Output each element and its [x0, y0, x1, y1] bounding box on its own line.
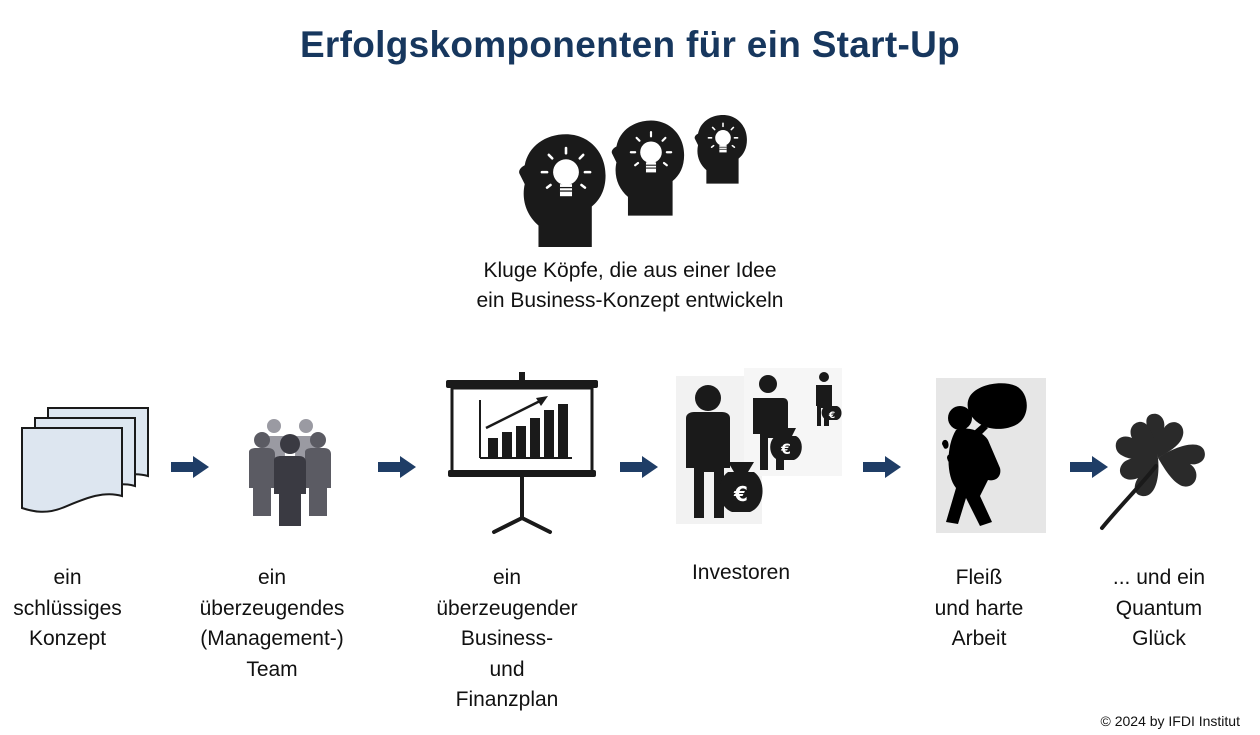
idea-description: Kluge Köpfe, die aus einer Idee ein Busi… — [380, 256, 880, 316]
copyright-notice: © 2024 by IFDI Institut — [1100, 713, 1241, 729]
right-arrow-icon — [378, 456, 416, 478]
step-label-businessplan: ein überzeugender Business- und Finanzpl… — [412, 563, 602, 716]
label-line: Konzept — [28, 627, 107, 650]
label-line: und harte — [934, 596, 1024, 620]
label-line: und — [489, 657, 525, 681]
presentation-board-chart-icon — [446, 372, 598, 534]
right-arrow-icon — [1070, 456, 1108, 478]
person-carrying-sack-icon — [936, 378, 1046, 533]
label-line: überzeugendes — [199, 596, 345, 620]
right-arrow-icon — [620, 456, 658, 478]
team-people-icon — [249, 419, 331, 526]
heads-with-lightbulbs-icon — [517, 114, 748, 247]
idea-line: ein Business-Konzept entwickeln — [476, 289, 784, 312]
label-line: Arbeit — [951, 627, 1007, 650]
step-label-team: ein überzeugendes (Management-) Team — [178, 563, 366, 685]
label-line: Finanzplan — [455, 688, 559, 711]
label-line: ... und ein — [1112, 566, 1206, 589]
page-title: Erfolgskomponenten für ein Start-Up — [299, 24, 961, 65]
label-line: ein — [492, 566, 522, 589]
svg-text:€: € — [780, 442, 791, 458]
label-line: (Management-) — [200, 627, 344, 650]
investors-money-bags-icon: € € € — [676, 368, 842, 524]
label-line: Team — [246, 657, 298, 681]
four-leaf-clover-icon — [1100, 413, 1205, 530]
label-line: überzeugender — [436, 596, 578, 620]
label-line: ein — [53, 566, 82, 589]
label-line: schlüssiges — [13, 596, 122, 620]
label-line: Fleiß — [955, 566, 1003, 589]
label-line: Investoren — [691, 561, 791, 584]
step-label-konzept: ein schlüssiges Konzept — [0, 563, 135, 655]
step-label-investoren: Investoren — [660, 558, 822, 589]
label-line: ein — [257, 566, 287, 589]
right-arrow-icon — [863, 456, 901, 478]
right-arrow-icon — [171, 456, 209, 478]
step-label-glueck: ... und ein Quantum Glück — [1086, 563, 1232, 655]
idea-line: Kluge Köpfe, die aus einer Idee — [483, 259, 777, 282]
step-label-arbeit: Fleiß und harte Arbeit — [908, 563, 1050, 655]
label-line: Business- — [460, 627, 554, 650]
label-line: Quantum — [1115, 596, 1203, 620]
svg-text:€: € — [733, 482, 748, 506]
svg-text:€: € — [828, 411, 835, 421]
label-line: Glück — [1132, 627, 1186, 650]
stacked-documents-icon — [21, 407, 149, 513]
